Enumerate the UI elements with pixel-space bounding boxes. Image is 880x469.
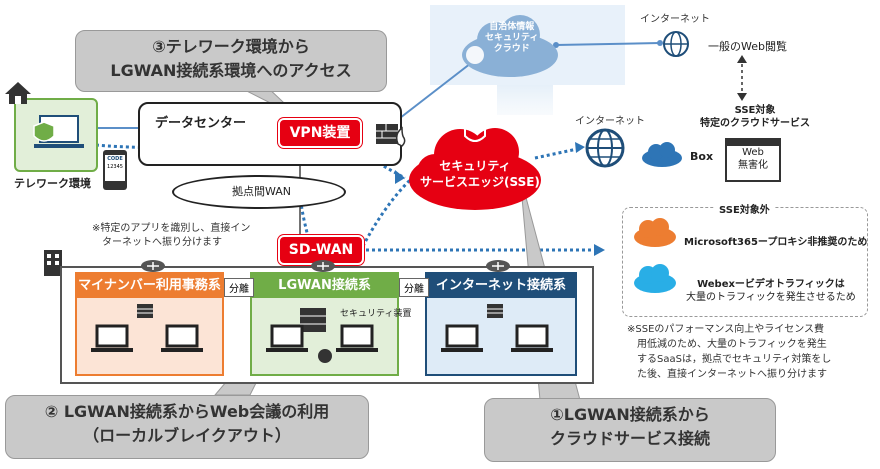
vpn-box: VPN装置	[278, 118, 362, 148]
general-web-label: 一般のWeb閲覧	[708, 40, 787, 53]
separation-label-2: 分離	[399, 278, 429, 297]
laptop-shield-icon	[33, 115, 84, 148]
municipal-cloud-line2: セキュリティ	[485, 33, 539, 43]
municipal-cloud-line3: クラウド	[493, 44, 530, 54]
note-sse: ※SSEのパフォーマンス向上やライセンス費 用低減のため、大量のトラフィックを発…	[627, 322, 831, 382]
internet-devices	[441, 304, 553, 352]
callout-local-breakout-line1: ② LGWAN接続系からWeb会議の利用	[44, 402, 330, 421]
datacenter-label: データセンター	[155, 116, 247, 131]
note-app-line2: ターネットへ振り分けます	[102, 237, 222, 248]
building-icon	[44, 250, 62, 276]
lgwan-devices	[266, 308, 378, 363]
sse-target-label: SSE対象 特定のクラウドサービス	[700, 104, 810, 130]
telework-env-label: テレワーク環境	[14, 177, 91, 190]
box-label: Box	[690, 150, 714, 163]
web-harmless-line2: 無害化	[738, 160, 768, 171]
webex-label: Webexービデオトラフィックは 大量のトラフィックを発生させるため	[686, 278, 856, 304]
sse-exclude-label: SSE対象外	[715, 201, 774, 216]
sdwan-box: SD-WAN	[278, 235, 364, 265]
internet-top-label: インターネット	[640, 14, 710, 25]
sse-label-line1: セキュリティ	[439, 159, 511, 173]
callout-local-breakout: ② LGWAN接続系からWeb会議の利用 （ローカルブレイクアウト）	[5, 395, 369, 459]
municipal-cloud-icon	[462, 15, 558, 77]
zone-mynumber: マイナンバー利用事務系	[75, 272, 224, 376]
m365-cloud-icon	[634, 218, 676, 247]
sse-cloud-icon	[409, 118, 541, 210]
municipal-cloud-line1: 自治体情報	[489, 22, 535, 32]
webex-cloud-icon	[634, 264, 676, 293]
note-sse-line2: 用低減のため、大量のトラフィックを発生	[637, 339, 827, 350]
router-icon-1	[141, 260, 165, 272]
sse-target-line2: 特定のクラウドサービス	[700, 118, 810, 129]
house-icon	[5, 82, 31, 104]
box-cloud-icon	[642, 142, 682, 167]
zone-mynumber-title: マイナンバー利用事務系	[77, 274, 222, 298]
callout-cloud-line2: クラウドサービス接続	[549, 429, 710, 448]
note-app: ※特定のアプリを識別し、直接イン ターネットへ振り分けます	[92, 222, 250, 250]
note-sse-line4: た後、直接インターネットへ振り分けます	[637, 369, 827, 380]
router-icon-2	[311, 260, 335, 272]
callout-cloud: ①LGWAN接続系から クラウドサービス接続	[484, 398, 776, 462]
wan-ellipse	[172, 175, 346, 209]
router-icon-3	[486, 260, 510, 272]
webex-line1: Webexービデオトラフィックは	[697, 279, 845, 290]
globe-mid-icon	[585, 128, 625, 168]
zone-lgwan-title: LGWAN接続系	[252, 274, 397, 298]
zone-internet: インターネット接続系	[425, 272, 577, 376]
callout-local-breakout-line2: （ローカルブレイクアウト）	[83, 426, 291, 445]
separation-label-1: 分離	[224, 278, 254, 297]
token-code-number: 12345	[107, 164, 123, 170]
callout-telework: ③テレワーク環境から LGWAN接続系環境へのアクセス	[75, 30, 387, 92]
globe-icon	[663, 31, 689, 57]
sse-target-line1: SSE対象	[734, 105, 776, 116]
callout-telework-line1: ③テレワーク環境から	[152, 37, 310, 56]
web-harmless-box: Web 無害化	[725, 138, 781, 182]
municipal-cloud-label: 自治体情報 セキュリティ クラウド	[485, 22, 538, 55]
sse-label-line2: サービスエッジ(SSE)	[420, 175, 540, 189]
m365-label: Microsoft365ープロキシ非推奨のため	[684, 237, 868, 248]
telework-box	[14, 98, 98, 172]
sse-label: セキュリティ サービスエッジ(SSE)	[420, 158, 540, 190]
token-code-label: CODE	[107, 156, 123, 162]
internet-mid-label: インターネット	[575, 116, 645, 127]
dc-cloud-line	[399, 59, 476, 119]
token-device: CODE 12345	[103, 150, 127, 190]
callout-telework-line2: LGWAN接続系環境へのアクセス	[110, 61, 352, 80]
note-app-line1: ※特定のアプリを識別し、直接イン	[92, 223, 251, 234]
web-harmless-line1: Web	[742, 147, 764, 158]
security-device-label: セキュリティ装置	[340, 309, 412, 319]
zone-internet-title: インターネット接続系	[427, 274, 575, 298]
mynumber-devices	[91, 304, 203, 352]
note-sse-line1: ※SSEのパフォーマンス向上やライセンス費	[627, 324, 824, 335]
webex-line2: 大量のトラフィックを発生させるため	[686, 292, 856, 303]
callout-cloud-line1: ①LGWAN接続系から	[550, 405, 710, 424]
note-sse-line3: するSaaSは，拠点でセキュリティ対策をし	[637, 354, 832, 365]
cloud-internet-line	[555, 42, 661, 46]
wan-label: 拠点間WAN	[232, 185, 292, 198]
firewall-icon	[376, 124, 406, 147]
